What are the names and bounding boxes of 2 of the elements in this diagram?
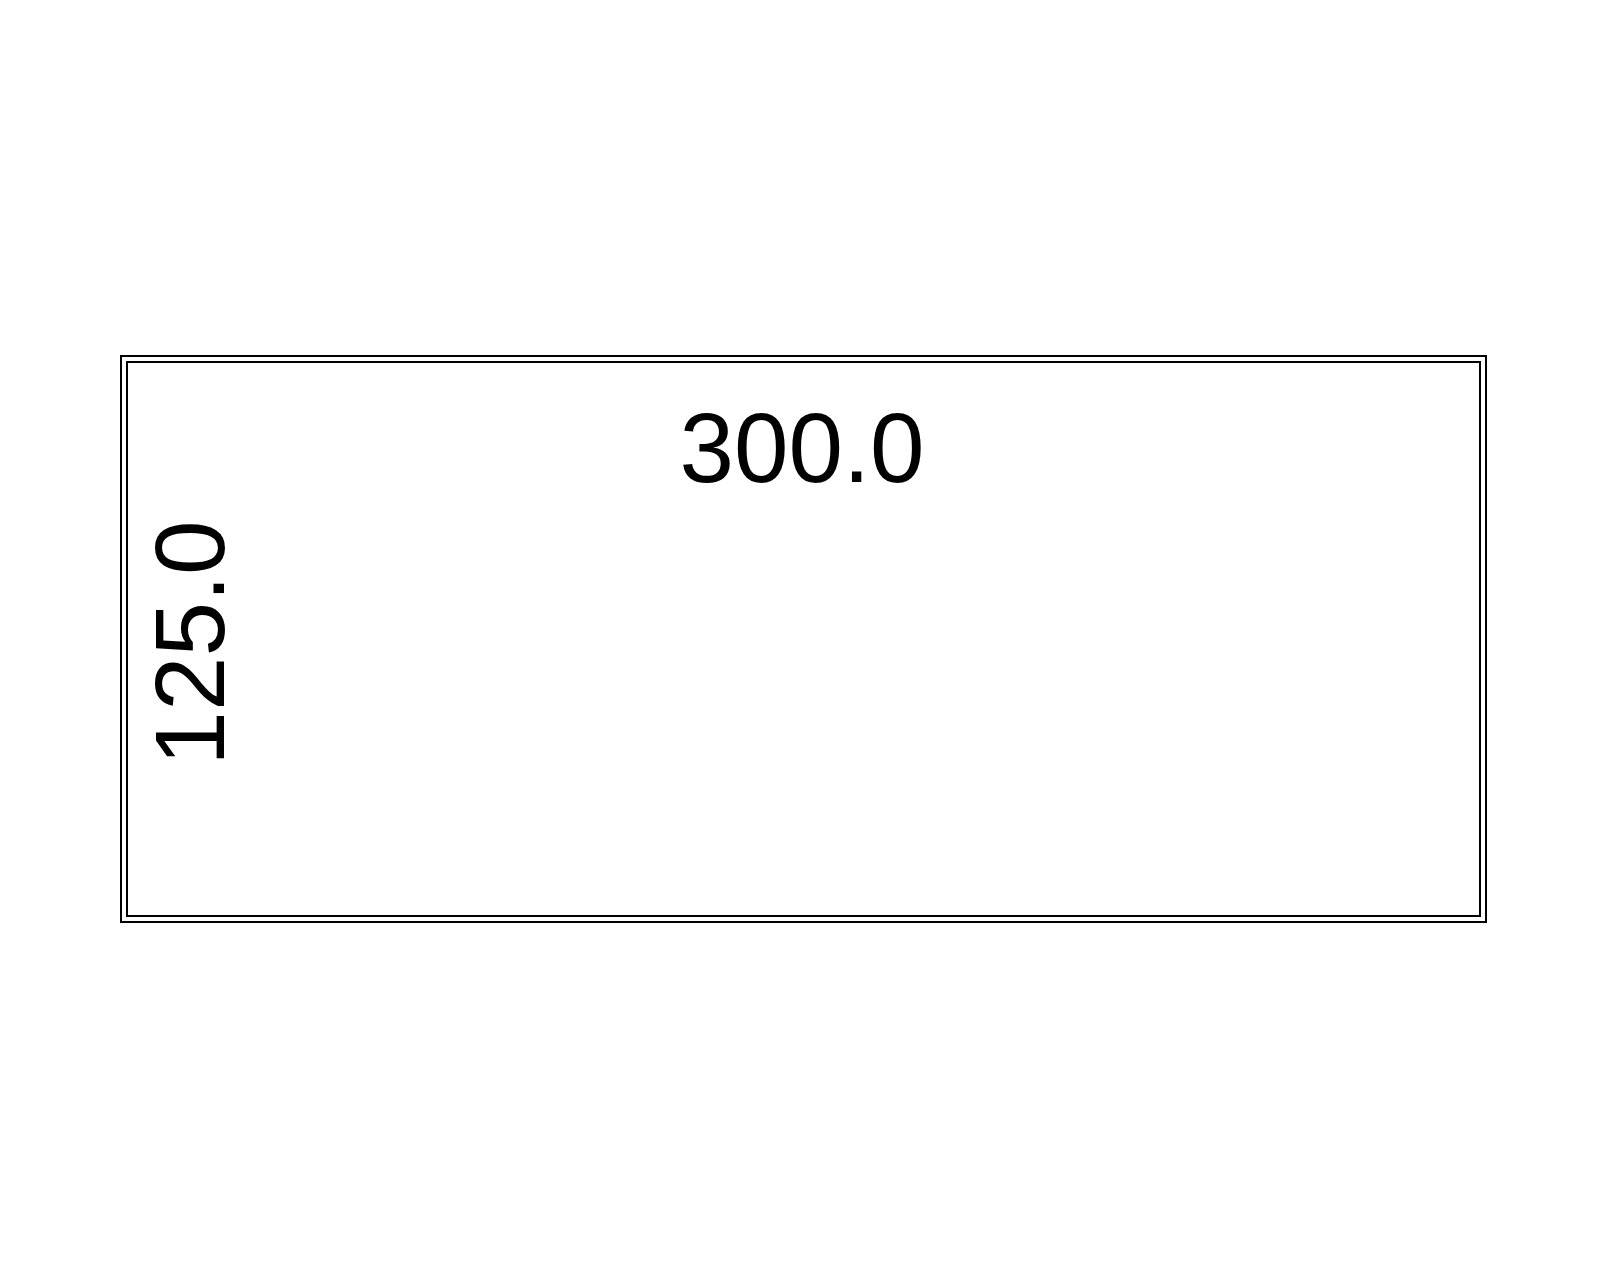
dimension-label: 300.0 (679, 399, 925, 497)
dimension-label: 125.0 (141, 520, 239, 766)
